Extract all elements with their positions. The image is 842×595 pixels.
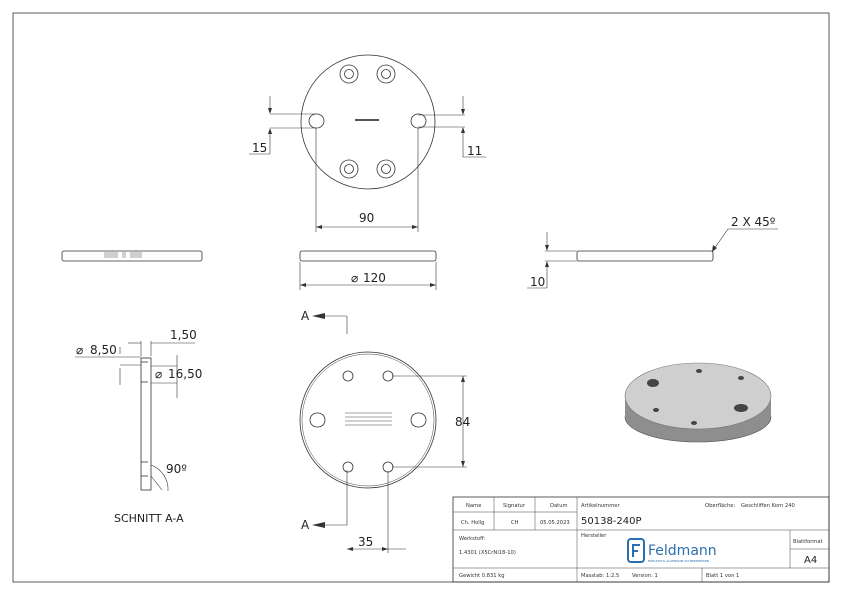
logo-tagline: EDELSTAHL ALUMINIUM SCHMIEDEEISEN bbox=[648, 559, 709, 563]
countersunk-hole bbox=[376, 159, 396, 179]
side-view-left bbox=[61, 250, 203, 262]
hole bbox=[382, 370, 394, 382]
tb-masstab: Masstab: 1:2,5 bbox=[581, 573, 619, 579]
tb-oberflaeche-value: Geschliffen Korn 240 bbox=[741, 503, 795, 509]
top-view: 15 11 90 bbox=[249, 54, 486, 232]
tb-artikel-value: 50138-240P bbox=[581, 516, 642, 527]
hole bbox=[382, 461, 394, 473]
section-label-a-bottom: A bbox=[301, 518, 310, 532]
section-caption: SCHNITT A-A bbox=[114, 512, 184, 525]
diameter-symbol: ⌀ bbox=[155, 367, 162, 381]
hole bbox=[691, 421, 697, 425]
countersunk-hole bbox=[339, 159, 359, 179]
dim-120: 120 bbox=[363, 271, 386, 285]
hole bbox=[647, 379, 659, 387]
sheet-border bbox=[12, 12, 830, 583]
slot bbox=[309, 412, 326, 428]
dim-10: 10 bbox=[530, 275, 545, 289]
tb-datum-label: Datum bbox=[550, 503, 568, 509]
title-block: Name Signatur Datum Ch. Hollg CH 05.05.2… bbox=[452, 496, 830, 583]
dim-35: 35 bbox=[358, 535, 373, 549]
diameter-symbol: ⌀ bbox=[351, 271, 358, 285]
bottom-view: A A 84 35 bbox=[299, 309, 470, 553]
logo-text: Feldmann bbox=[648, 543, 717, 559]
dim-16-50: 16,50 bbox=[168, 367, 202, 381]
engraving-mark bbox=[355, 119, 379, 121]
side-view-center: ⌀ 120 bbox=[299, 250, 437, 290]
side-view-right: 10 2 X 45º bbox=[527, 215, 778, 289]
tb-signatur-value: CH bbox=[511, 520, 519, 526]
top-view-outline bbox=[300, 54, 436, 190]
slot bbox=[410, 113, 427, 129]
hole bbox=[734, 404, 748, 412]
section-view: 1,50 ⌀ 8,50 ⌀ 16,50 90º SCHNITT A-A bbox=[75, 328, 202, 525]
tb-blattformat-value: A4 bbox=[804, 555, 817, 566]
tb-gewicht: Gewicht 0.831 kg bbox=[459, 573, 505, 579]
tb-blattformat-label: Blattformat bbox=[793, 539, 823, 545]
tb-datum-value: 05.05.2023 bbox=[540, 520, 570, 526]
dim-chamfer: 2 X 45º bbox=[731, 215, 776, 229]
dim-angle-90: 90º bbox=[166, 462, 187, 476]
slot bbox=[410, 412, 427, 428]
slot bbox=[308, 113, 325, 129]
dim-84: 84 bbox=[455, 415, 470, 429]
dim-90: 90 bbox=[359, 211, 374, 225]
hole bbox=[342, 370, 354, 382]
dim-8-50: 8,50 bbox=[90, 343, 117, 357]
tb-werkstoff-value: 1.4301 (X5CrNi18-10) bbox=[459, 550, 516, 556]
tb-werkstoff-label: Werkstoff: bbox=[459, 536, 486, 542]
hole bbox=[653, 408, 659, 412]
diameter-symbol: ⌀ bbox=[76, 343, 83, 357]
tb-oberflaeche-label: Oberfläche: bbox=[705, 503, 735, 509]
iso-view bbox=[624, 362, 772, 443]
dim-1-50: 1,50 bbox=[170, 328, 197, 342]
dim-15: 15 bbox=[252, 141, 267, 155]
section-hatch bbox=[140, 357, 152, 491]
countersunk-hole bbox=[339, 64, 359, 84]
tb-artikel-label: Artikelnummer bbox=[581, 503, 620, 509]
tb-name-value: Ch. Hollg bbox=[461, 520, 484, 526]
dim-11: 11 bbox=[467, 144, 482, 158]
hole bbox=[342, 461, 354, 473]
feldmann-logo: Feldmann EDELSTAHL ALUMINIUM SCHMIEDEEIS… bbox=[627, 538, 717, 563]
tb-version: Version: 1 bbox=[632, 573, 658, 579]
hole bbox=[738, 376, 744, 380]
section-label-a-top: A bbox=[301, 309, 310, 323]
tb-signatur-label: Signatur bbox=[503, 503, 526, 509]
tb-blatt: Blatt 1 von 1 bbox=[706, 573, 739, 579]
hole bbox=[696, 369, 702, 373]
tb-hersteller-label: Hersteller bbox=[581, 533, 607, 539]
countersunk-hole bbox=[376, 64, 396, 84]
tb-name-label: Name bbox=[466, 503, 481, 509]
